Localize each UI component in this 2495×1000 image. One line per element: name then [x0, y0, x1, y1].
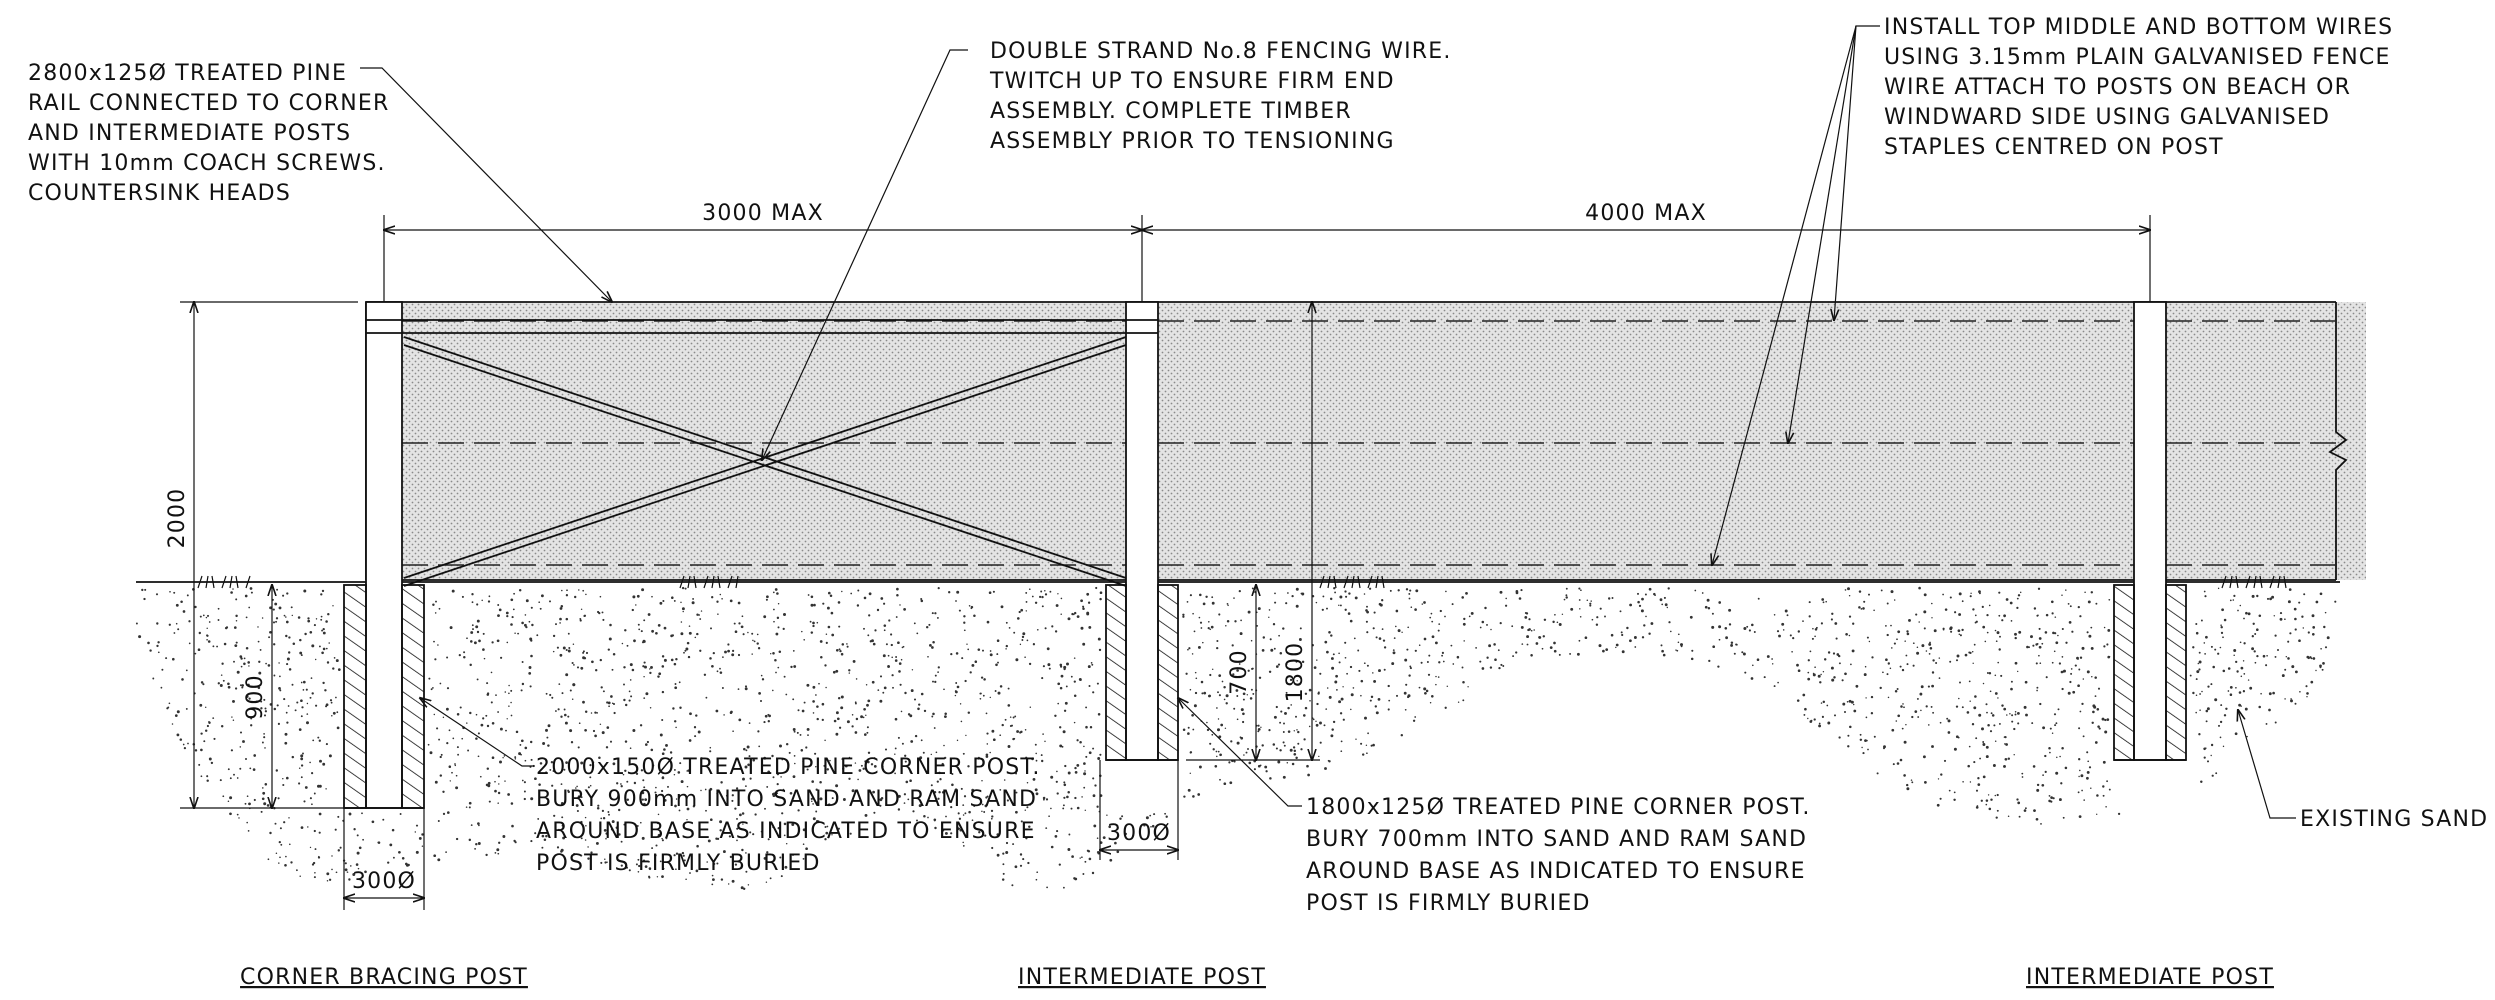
dimension-lines	[180, 215, 2150, 910]
caption-corner-bracing-post: CORNER BRACING POST	[240, 965, 528, 990]
dim-height-total: 2000	[165, 488, 190, 549]
sand-stipple	[135, 586, 2337, 890]
dim-span-left: 3000 MAX	[702, 201, 824, 226]
dim-corner-bury: 900	[243, 674, 268, 720]
dim-span-right: 4000 MAX	[1585, 201, 1707, 226]
dim-intermediate-bury: 700	[1227, 649, 1252, 695]
brace-wire-note: DOUBLE STRAND No.8 FENCING WIRE. TWITCH …	[989, 39, 1460, 154]
wires-note: INSTALL TOP MIDDLE AND BOTTOM WIRES USIN…	[1884, 15, 2402, 160]
leader-lines	[360, 25, 2296, 819]
fence-wires	[366, 320, 2336, 566]
grass-tufts	[197, 575, 2287, 589]
intermediate-post-middle	[1105, 301, 1179, 761]
dim-intermediate-hole: 300Ø	[1107, 821, 1171, 846]
fence-panel	[365, 301, 2366, 581]
rail-note: 2800x125Ø TREATED PINE RAIL CONNECTED TO…	[28, 61, 398, 206]
existing-sand	[135, 586, 2337, 890]
dim-intermediate-height: 1800	[1283, 642, 1308, 703]
caption-intermediate-post-right: INTERMEDIATE POST	[2026, 965, 2274, 990]
treated-pine-rail	[400, 319, 1130, 334]
intermediate-post-note: 1800x125Ø TREATED PINE CORNER POST. BURY…	[1306, 795, 1819, 916]
existing-sand-label: EXISTING SAND	[2300, 807, 2488, 832]
dim-corner-hole: 300Ø	[352, 869, 416, 894]
corner-post-note: 2000x150Ø TREATED PINE CORNER POST. BURY…	[536, 755, 1049, 876]
caption-intermediate-post-middle: INTERMEDIATE POST	[1018, 965, 1266, 990]
intermediate-post-right	[2113, 301, 2187, 761]
